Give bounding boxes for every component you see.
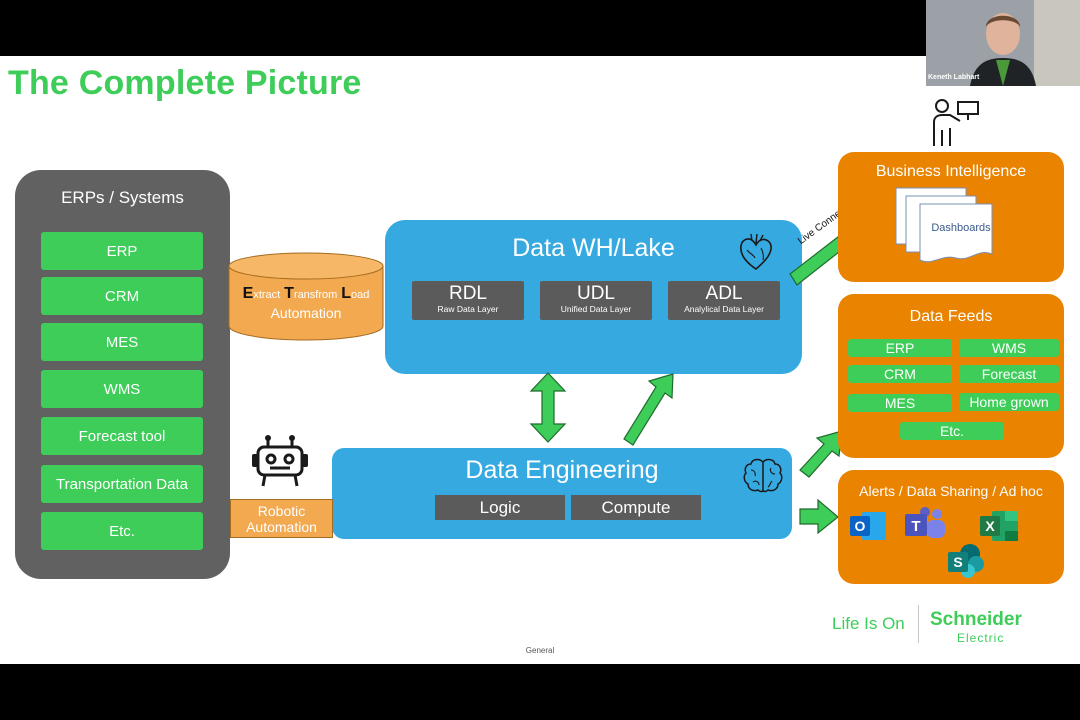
etl-cylinder-icon (228, 252, 384, 341)
bi-title: Business Intelligence (875, 163, 1027, 180)
data-engineering-title: Data Engineering (465, 456, 659, 484)
feed-item-home-grown: Home grown (959, 393, 1059, 411)
layer-rdl: RDL Raw Data Layer (412, 281, 524, 320)
erp-item-forecast-tool: Forecast tool (41, 417, 203, 455)
layer-adl: ADL Analylical Data Layer (668, 281, 780, 320)
etl-label: Extract Transfrom Load Automation (228, 284, 384, 322)
erp-item-crm: CRM (41, 277, 203, 315)
teams-icon: T (905, 507, 945, 538)
dashboards-document-icon (895, 187, 993, 263)
etl-l: L (341, 285, 351, 302)
svg-text:O: O (855, 518, 866, 534)
layer-rdl-name: RDL (448, 283, 487, 304)
excel-icon: X (980, 511, 1018, 541)
data-feeds-title: Data Feeds (909, 308, 993, 325)
compute-box: Compute (571, 495, 701, 520)
erp-item-etc: Etc. (41, 512, 203, 550)
heart-icon (740, 233, 772, 271)
etl-e-rest: xtract (253, 289, 281, 301)
robotic-automation-label: Automation (246, 519, 317, 535)
erp-item-transportation-data: Transportation Data (41, 465, 203, 503)
feed-item-mes: MES (848, 394, 952, 412)
brand-divider (918, 605, 919, 643)
erp-item-erp: ERP (41, 232, 203, 270)
layer-udl-desc: Unified Data Layer (560, 304, 632, 314)
layer-rdl-desc: Raw Data Layer (437, 304, 499, 314)
electric-logo-text: Electric (957, 631, 1005, 645)
etl-e: E (242, 285, 254, 302)
alerts-title: Alerts / Data Sharing / Ad hoc (859, 483, 1043, 499)
data-wh-lake-box: Data WH/Lake RDL Raw Data Layer UDL Unif… (385, 220, 802, 374)
feed-item-etc: Etc. (900, 422, 1004, 440)
feed-item-wms: WMS (959, 339, 1059, 357)
arrow-de-to-wh (623, 373, 674, 446)
outlook-icon: O (850, 512, 886, 540)
data-engineering-box: Data Engineering Logic Compute (332, 448, 792, 539)
business-intelligence-box: Business Intelligence Dashboards (838, 152, 1064, 282)
feed-item-crm: CRM (848, 365, 952, 383)
arrow-to-data-feeds (799, 430, 843, 478)
schneider-logo-text: Schneider (930, 609, 1022, 630)
classification-tag: General (525, 646, 555, 655)
erp-systems-panel: ERPs / Systems ERP CRM MES WMS Forecast … (15, 170, 230, 579)
feed-item-forecast: Forecast (959, 365, 1059, 383)
etl-automation-label: Automation (270, 305, 342, 321)
svg-text:T: T (911, 518, 920, 535)
alerts-box: Alerts / Data Sharing / Ad hoc O T X S (838, 470, 1064, 584)
brain-icon (743, 458, 783, 493)
robot-icon (252, 435, 308, 487)
slide: The Complete Picture ERPs / Systems ERP … (0, 56, 1080, 664)
presenter-name: Keneth Labhart (928, 74, 980, 81)
life-is-on-tagline: Life Is On (832, 614, 905, 633)
data-feeds-box: Data Feeds ERP WMS CRM Forecast MES Home… (838, 294, 1064, 458)
layer-adl-desc: Analylical Data Layer (684, 304, 764, 314)
etl-t-rest: ransfrom (293, 289, 338, 301)
svg-text:S: S (953, 554, 962, 570)
presenter-video-icon (926, 0, 1080, 86)
etl-l-rest: oad (350, 289, 370, 301)
layer-udl-name: UDL (576, 283, 615, 304)
layer-adl-name: ADL (705, 283, 743, 304)
dashboards-label: Dashboards (931, 222, 991, 234)
robotic-automation-box: Robotic Automation (230, 499, 333, 538)
etl-t: T (284, 285, 294, 302)
arrow-to-alerts (799, 498, 839, 535)
logic-box: Logic (435, 495, 565, 520)
arrow-wh-de-bidirectional (529, 372, 567, 443)
erp-item-mes: MES (41, 323, 203, 361)
erp-item-wms: WMS (41, 370, 203, 408)
feed-item-erp: ERP (848, 339, 952, 357)
presenter-webcam: Keneth Labhart (926, 0, 1080, 86)
data-wh-title: Data WH/Lake (512, 234, 675, 262)
sharepoint-icon: S (948, 544, 984, 578)
svg-text:X: X (985, 518, 995, 534)
erp-panel-title: ERPs / Systems (61, 188, 184, 207)
layer-udl: UDL Unified Data Layer (540, 281, 652, 320)
presenter-icon (933, 99, 979, 146)
robotic-label: Robotic (257, 503, 306, 519)
slide-title: The Complete Picture (8, 64, 362, 102)
